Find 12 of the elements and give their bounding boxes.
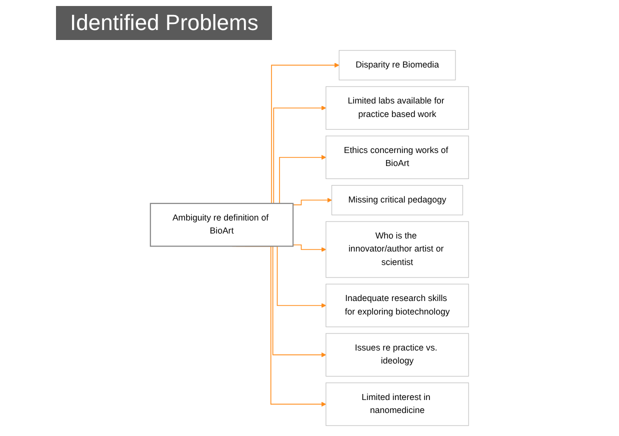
arrow [292, 198, 332, 206]
node-box: Missing critical pedagogy [332, 185, 464, 216]
node-box: Who is the innovator/author artist or scientist [326, 221, 469, 278]
node-box: Issues re practice vs. ideology [326, 333, 469, 377]
node-box: Ethics concerning works of BioArt [326, 136, 469, 180]
node-box: Disparity re Biomedia [338, 50, 456, 80]
node-box: Limited labs available for practice based work [326, 86, 469, 130]
node-box: Inadequate research skills for exploring biotechnology [326, 284, 469, 328]
node-box: Ambiguity re definition of BioArt [150, 202, 294, 247]
title-banner: Identified Problems [56, 6, 272, 40]
node-box: Limited interest in nanomedicine [326, 382, 469, 426]
arrow [292, 244, 326, 252]
